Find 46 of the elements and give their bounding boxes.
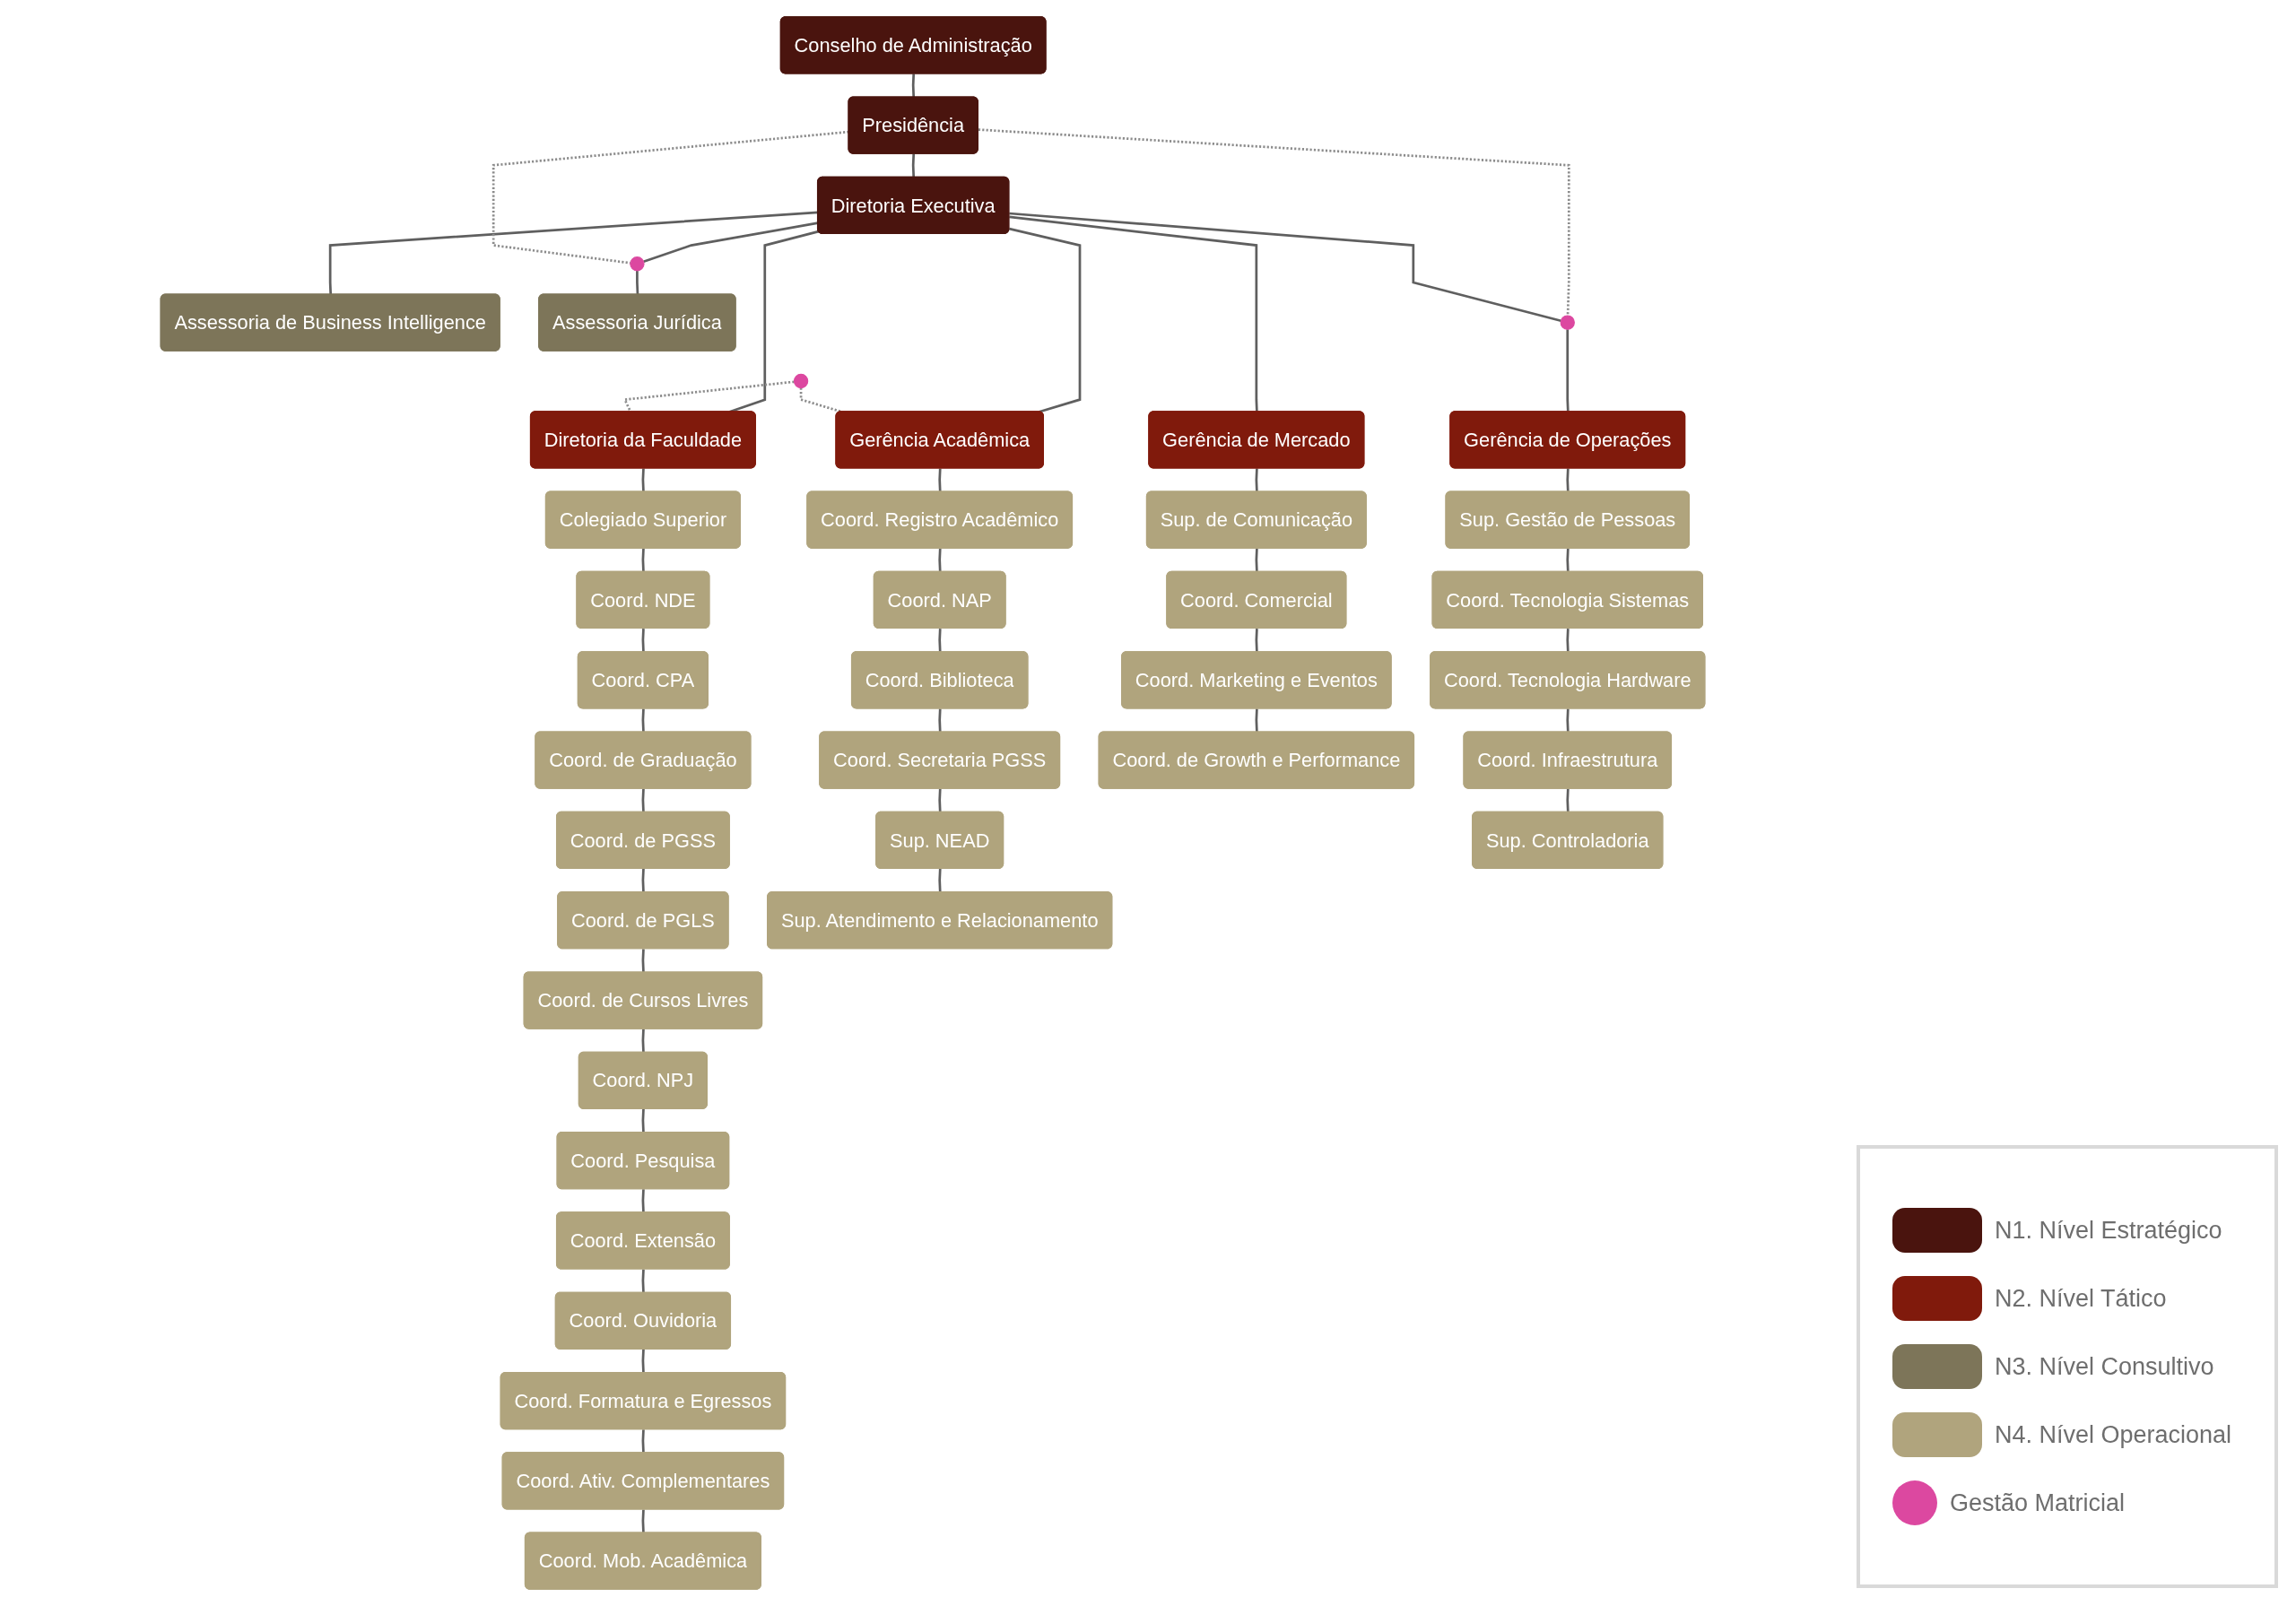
connector (641, 788, 645, 812)
legend-label: N4. Nível Operacional (1995, 1420, 2232, 1449)
connector (911, 74, 916, 98)
connector (641, 1509, 645, 1533)
connector (641, 1108, 645, 1133)
connector (1009, 227, 1082, 413)
connector (641, 949, 645, 973)
connector (1255, 629, 1258, 653)
node-circle (630, 256, 645, 272)
connector (641, 548, 645, 572)
connector (641, 1269, 645, 1293)
connector (641, 868, 645, 893)
legend-label: N2. Nível Tático (1995, 1284, 2167, 1313)
connector (1566, 708, 1570, 733)
legend-label: N1. Nível Estratégico (1995, 1216, 2222, 1245)
connector (938, 868, 942, 893)
connector (938, 708, 942, 733)
connector (938, 629, 942, 653)
connector (1566, 468, 1570, 492)
connector (641, 1189, 645, 1213)
connector (978, 128, 1570, 317)
connector (1009, 215, 1258, 412)
legend-label: N3. Nível Consultivo (1995, 1352, 2214, 1381)
connector (938, 788, 942, 812)
connector (938, 468, 942, 492)
connector (641, 1429, 645, 1454)
connector (1566, 629, 1570, 653)
connector (1255, 708, 1258, 733)
connector (1255, 548, 1258, 572)
connector (641, 1029, 645, 1053)
connector (641, 468, 645, 492)
connector (1255, 468, 1258, 492)
connector (641, 708, 645, 733)
connector (641, 629, 645, 653)
connector (1566, 329, 1570, 412)
connector (938, 548, 942, 572)
node-circle (793, 373, 809, 389)
legend-label: Gestão Matricial (1950, 1489, 2126, 1517)
connector (641, 1349, 645, 1374)
node-circle (1560, 315, 1575, 330)
connector (1009, 212, 1561, 323)
connector (911, 153, 916, 178)
connector (1566, 788, 1570, 812)
connector (636, 270, 639, 295)
connector (1566, 548, 1570, 572)
connector (622, 380, 795, 412)
